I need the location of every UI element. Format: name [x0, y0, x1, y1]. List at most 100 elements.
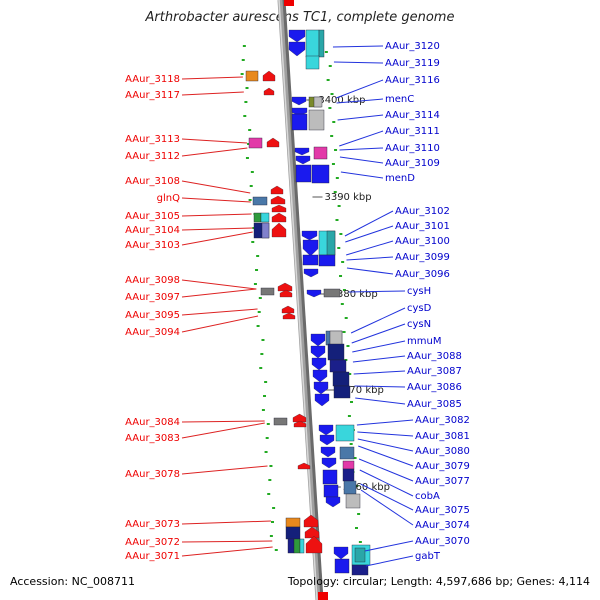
- right-leader-line: [346, 267, 394, 275]
- right-gene-label: menD: [385, 173, 415, 184]
- gene-block: [329, 359, 347, 373]
- tick-mark-right: [330, 93, 334, 95]
- gene-block: [291, 113, 308, 131]
- reverse-gene-arrow: [303, 268, 319, 278]
- gene-block: [345, 493, 361, 509]
- kbp-marker-label: 3390 kbp: [324, 192, 371, 203]
- tick-mark-left: [253, 283, 257, 285]
- forward-gene-arrow: [281, 305, 295, 314]
- gene-block: [326, 230, 336, 256]
- tick-mark-left: [242, 45, 246, 47]
- left-leader-line: [181, 231, 253, 246]
- right-gene-label: menC: [385, 94, 414, 105]
- right-leader-line: [360, 489, 414, 526]
- reverse-gene-arrow: [320, 446, 336, 458]
- top-cap-mark: [284, 0, 294, 6]
- tick-mark-right: [349, 443, 353, 445]
- gene-block: [285, 517, 301, 528]
- tick-mark-left: [245, 157, 249, 159]
- gene-block: [313, 96, 323, 108]
- gene-block: [253, 212, 262, 223]
- right-gene-label: AAur_3088: [407, 351, 462, 362]
- gene-block: [248, 137, 263, 149]
- right-leader-line: [355, 397, 406, 405]
- forward-gene-arrow: [293, 420, 307, 428]
- right-leader-line: [358, 445, 414, 467]
- backbone-line: [277, 0, 321, 600]
- gene-block: [323, 288, 341, 298]
- right-leader-line: [339, 156, 384, 164]
- tick-mark-right: [341, 261, 345, 263]
- tick-mark-right: [335, 219, 339, 221]
- right-gene-label: AAur_3082: [415, 415, 470, 426]
- reverse-gene-arrow: [314, 393, 330, 407]
- reverse-gene-arrow: [325, 496, 341, 508]
- tick-mark-left: [244, 101, 248, 103]
- right-leader-line: [337, 114, 384, 121]
- left-gene-label: AAur_3097: [125, 292, 180, 303]
- reverse-gene-arrow: [333, 546, 349, 560]
- reverse-gene-arrow: [295, 155, 311, 165]
- forward-gene-arrow: [297, 462, 311, 470]
- kbp-marker-label: 3380 kbp: [331, 289, 378, 300]
- right-leader-line: [332, 45, 384, 48]
- accession-text: Accession: NC_008711: [10, 575, 136, 588]
- gene-block: [339, 446, 355, 460]
- left-leader-line: [181, 227, 253, 231]
- tick-mark-right: [353, 457, 357, 459]
- tick-mark-left: [258, 297, 262, 299]
- tick-mark-right: [337, 205, 341, 207]
- reverse-gene-arrow: [288, 41, 306, 57]
- tick-mark-left: [247, 143, 251, 145]
- left-leader-line: [181, 180, 251, 194]
- right-gene-label: AAur_3110: [385, 143, 440, 154]
- right-gene-label: AAur_3070: [415, 536, 470, 547]
- right-gene-label: cysN: [407, 319, 431, 330]
- topology-text: Topology: circular; Length: 4,597,686 bp…: [287, 575, 590, 588]
- gene-block: [332, 371, 350, 387]
- reverse-gene-arrow: [310, 345, 326, 359]
- gene-block: [342, 468, 355, 482]
- right-leader-line: [348, 290, 406, 293]
- right-leader-line: [356, 419, 414, 426]
- tick-mark-right: [340, 303, 344, 305]
- tick-mark-right: [354, 527, 358, 529]
- right-gene-label: AAur_3079: [415, 461, 470, 472]
- tick-mark-right: [355, 485, 359, 487]
- tick-mark-left: [248, 129, 252, 131]
- left-gene-label: AAur_3103: [125, 240, 180, 251]
- tick-mark-left: [261, 409, 265, 411]
- tick-mark-right: [330, 135, 334, 137]
- backbone-highlight: [278, 0, 318, 600]
- forward-gene-arrow: [292, 413, 307, 423]
- left-gene-label: AAur_3094: [125, 327, 180, 338]
- right-gene-label: cobA: [415, 491, 440, 502]
- tick-mark-right: [324, 51, 328, 53]
- left-leader-line: [181, 422, 265, 439]
- gene-block: [295, 164, 312, 183]
- forward-gene-arrow: [279, 289, 293, 298]
- right-gene-label: AAur_3086: [407, 382, 462, 393]
- right-gene-label: AAur_3080: [415, 446, 470, 457]
- right-leader-line: [336, 79, 384, 99]
- tick-mark-left: [256, 325, 260, 327]
- left-leader-line: [181, 540, 273, 543]
- gene-block: [245, 70, 259, 82]
- tick-mark-left: [256, 255, 260, 257]
- gene-block: [313, 146, 328, 160]
- tick-mark-right: [347, 415, 351, 417]
- right-leader-line: [352, 340, 406, 353]
- tick-mark-left: [272, 507, 276, 509]
- left-leader-line: [181, 279, 257, 290]
- tick-mark-left: [257, 311, 261, 313]
- right-leader-line: [339, 130, 384, 147]
- right-leader-line: [352, 355, 406, 363]
- right-leader-line: [333, 61, 384, 64]
- tick-mark-right: [335, 177, 339, 179]
- tick-mark-left: [249, 185, 253, 187]
- reverse-gene-arrow: [319, 434, 335, 446]
- right-gene-label: AAur_3085: [407, 399, 462, 410]
- tick-mark-left: [266, 423, 270, 425]
- right-gene-label: AAur_3100: [395, 236, 450, 247]
